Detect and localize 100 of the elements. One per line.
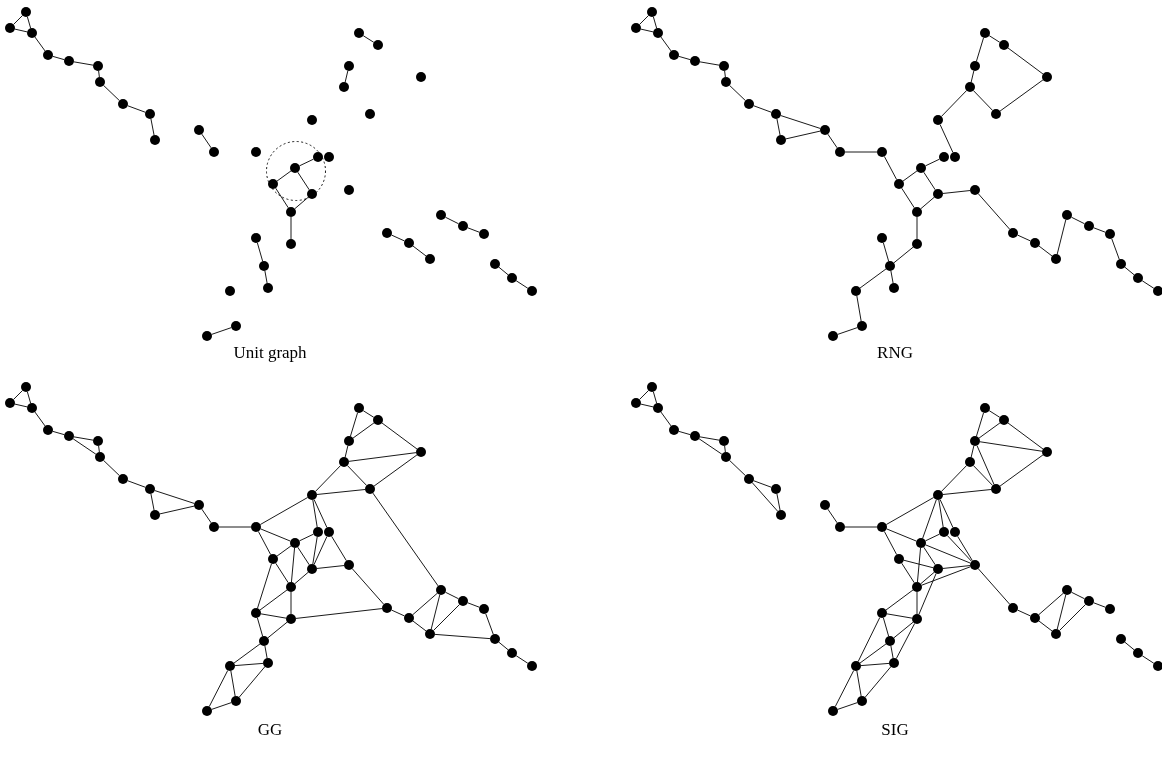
graph-edge	[753, 105, 772, 113]
graph-vertex	[965, 82, 975, 92]
graph-vertex	[631, 23, 641, 33]
graph-edge	[412, 592, 438, 616]
graph-vertex	[916, 538, 926, 548]
graph-edge	[230, 670, 236, 697]
graph-edge	[893, 621, 914, 639]
graph-edge	[313, 499, 328, 528]
graph-vertex	[313, 527, 323, 537]
graph-edge	[942, 489, 992, 495]
graph-edge	[957, 535, 973, 562]
graph-vertex	[27, 403, 37, 413]
graph-edge	[264, 270, 268, 284]
graph-edge	[218, 526, 252, 528]
graph-vertex	[286, 614, 296, 624]
graph-vertex	[150, 135, 160, 145]
graph-edge	[827, 508, 838, 524]
graph-edge	[916, 591, 918, 615]
graph-vertex	[912, 207, 922, 217]
graph-edge	[902, 170, 918, 182]
graph-vertex	[118, 99, 128, 109]
graph-vertex	[1084, 596, 1094, 606]
graph-vertex	[416, 72, 426, 82]
graph-edge	[660, 36, 672, 52]
graph-edge	[445, 591, 459, 600]
graph-edge	[276, 170, 292, 182]
graph-edge	[351, 568, 385, 605]
graph-edge	[988, 410, 1001, 418]
graph-edge	[391, 609, 405, 617]
graph-edge	[1059, 604, 1086, 631]
graph-edge	[103, 85, 120, 101]
graph-edge	[976, 445, 995, 485]
graph-vertex	[307, 115, 317, 125]
graph-edge	[208, 670, 229, 707]
graph-edge	[1007, 47, 1044, 75]
graph-vertex	[344, 185, 354, 195]
graph-vertex	[145, 109, 155, 119]
graph-vertex	[647, 382, 657, 392]
graph-edge	[1141, 280, 1155, 289]
graph-vertex	[365, 484, 375, 494]
graph-edge	[154, 490, 195, 504]
graph-vertex	[669, 425, 679, 435]
graph-vertex	[290, 163, 300, 173]
graph-vertex	[835, 147, 845, 157]
graph-edge	[973, 90, 993, 111]
graph-edge	[498, 641, 509, 651]
graph-edge	[295, 608, 383, 619]
graph-vertex	[999, 40, 1009, 50]
graph-vertex	[1030, 238, 1040, 248]
graph-vertex	[194, 500, 204, 510]
graph-vertex	[150, 510, 160, 520]
graph-vertex	[1042, 447, 1052, 457]
graph-vertex	[1133, 648, 1143, 658]
graph-edge	[13, 390, 23, 400]
graph-vertex	[857, 696, 867, 706]
graph-edge	[373, 454, 418, 487]
graph-vertex	[980, 403, 990, 413]
graph-vertex	[458, 596, 468, 606]
graph-edge	[73, 61, 94, 66]
graph-vertex	[527, 661, 537, 671]
graph-edge	[313, 536, 328, 565]
graph-vertex	[965, 457, 975, 467]
graph-edge	[724, 445, 726, 453]
graph-edge	[290, 591, 292, 615]
graph-edge	[350, 412, 358, 437]
graph-edge	[1124, 641, 1135, 651]
graph-edge	[127, 480, 146, 488]
graph-edge	[1093, 602, 1106, 608]
graph-vertex	[404, 613, 414, 623]
graph-edge	[381, 422, 418, 450]
graph-edge	[751, 482, 779, 512]
graph-edge	[864, 666, 892, 698]
graph-vertex	[933, 115, 943, 125]
graph-vertex	[690, 431, 700, 441]
graph-vertex	[479, 604, 489, 614]
graph-edge	[939, 499, 954, 528]
graph-edge	[979, 441, 1043, 452]
graph-vertex	[933, 564, 943, 574]
graph-vertex	[1008, 228, 1018, 238]
graph-vertex	[912, 614, 922, 624]
graph-edge	[294, 571, 309, 585]
graph-edge	[150, 493, 155, 511]
graph-vertex	[479, 229, 489, 239]
graph-edge	[941, 90, 967, 117]
graph-edge	[26, 391, 32, 404]
graph-edge	[275, 562, 289, 584]
graph-edge	[1007, 422, 1044, 450]
graph-vertex	[828, 706, 838, 716]
graph-edge	[52, 430, 65, 436]
graph-edge	[844, 526, 878, 528]
graph-vertex	[771, 484, 781, 494]
graph-vertex	[268, 554, 278, 564]
graph-edge	[699, 436, 720, 441]
graph-edge	[837, 702, 858, 710]
graph-edge	[98, 70, 100, 78]
graph-edge	[1071, 591, 1085, 600]
graph-vertex	[507, 648, 517, 658]
graph-edge	[211, 702, 232, 710]
graph-vertex	[425, 629, 435, 639]
graph-edge	[331, 535, 347, 562]
